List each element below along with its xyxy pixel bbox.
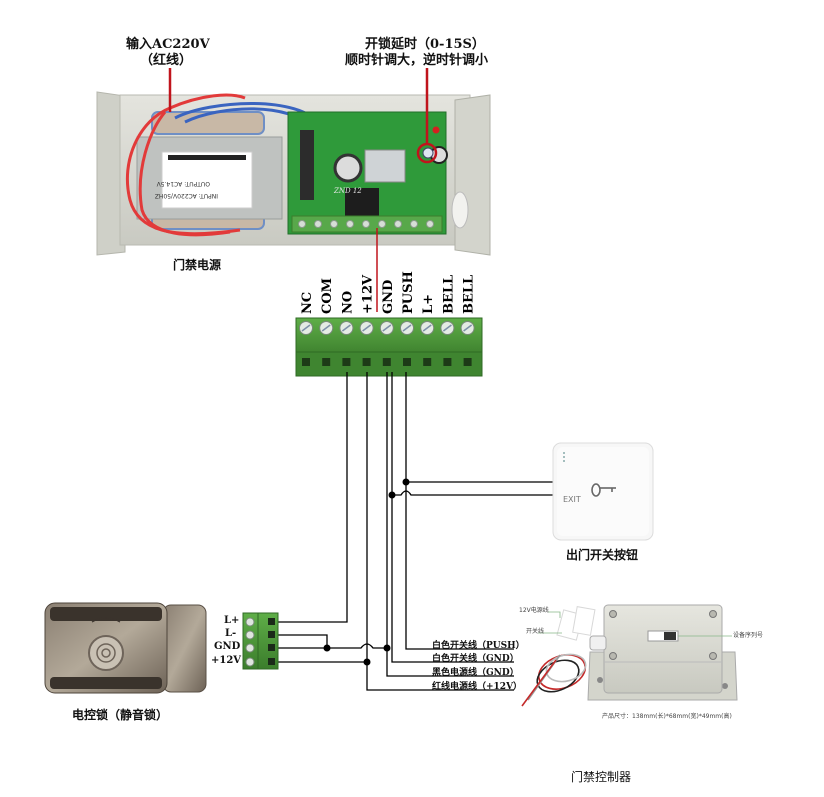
lock-caption: 电控锁（静音锁） [72, 708, 169, 722]
terminal-hole [322, 358, 331, 366]
main-terminal-block [295, 317, 483, 377]
pcb-board [287, 111, 448, 235]
delay-label: 开锁延时（0-15S） [365, 37, 485, 52]
terminal-hole [443, 358, 452, 366]
delay-potentiometer [422, 147, 434, 159]
controller-dimensions: 产品尺寸：138mm(长)*68mm(宽)*49mm(高) [602, 713, 732, 720]
terminal-pin-label: PUSH [401, 271, 416, 314]
ac-input-label: 输入AC220V [126, 37, 210, 52]
transformer-output-text: OUTPUT: AC14.5V [156, 180, 210, 187]
wire-12v-to-controller [366, 372, 514, 691]
transformer [136, 111, 283, 230]
barcode [168, 155, 246, 160]
delay-hint-label: 顺时针调大，逆时针调小 [345, 53, 489, 68]
lock-terminal-label: GND [214, 641, 241, 652]
junction-dot [363, 658, 371, 666]
case-hole [451, 191, 469, 229]
junction-dot [323, 644, 331, 652]
exit-face-text: EXIT [563, 495, 581, 504]
controller-wire-coil [521, 653, 587, 707]
tag-switch-wire: 开关线 [526, 628, 545, 635]
junction-dot [383, 644, 391, 652]
wire-gnd-to-controller-black [386, 372, 514, 677]
junction-dot [402, 478, 410, 486]
case-right-flap [454, 94, 491, 256]
diode-bridge [300, 130, 314, 200]
terminal-hole [302, 358, 310, 366]
lock-knob [88, 635, 124, 671]
transformer-input-text: INPUT: AC220V/50HZ [155, 192, 218, 199]
terminal-pin-label: COM [320, 278, 335, 314]
terminal-hole [362, 358, 371, 366]
lock-terminal-label: +12V [211, 655, 242, 666]
wire-gnd-to-controller-switch [391, 372, 514, 663]
controller-wire-label: 白色开关线（GND） [432, 654, 519, 664]
electric-lock [44, 602, 207, 694]
controller-wire-label: 黑色电源线（GND） [432, 668, 519, 678]
terminal-pin-label: NC [300, 292, 315, 314]
wire-exit-gnd [392, 490, 556, 496]
terminal-hole [342, 358, 351, 366]
delay-indicator-circle [416, 142, 438, 164]
controller-caption: 门禁控制器 [571, 770, 632, 784]
lock-terminal-block [242, 612, 279, 670]
terminal-pin-labels: NC COM NO +12V GND PUSH L+ BELL BELL [300, 271, 477, 314]
transformer-label [161, 151, 253, 209]
ac-input-wire-color-label: （红线） [140, 53, 193, 68]
terminal-pin-label: +12V [361, 274, 376, 314]
lock-bolt-housing [162, 604, 207, 693]
capacitor [333, 153, 363, 183]
wire-lock-lminus [278, 634, 328, 648]
heatsink [364, 149, 406, 183]
power-supply-caption: 门禁电源 [173, 258, 222, 272]
terminal-pin-label: GND [381, 280, 396, 314]
relay [345, 188, 379, 216]
junction-dots [323, 478, 410, 666]
exit-button-caption: 出门开关按钮 [566, 548, 639, 562]
exit-button-device [552, 442, 654, 541]
terminal-pin-label: NO [340, 291, 355, 314]
terminal-pin-label: L+ [421, 294, 436, 314]
lock-terminal-label: L+ [224, 615, 240, 626]
wiring [278, 372, 556, 691]
junction-dot [388, 491, 396, 499]
terminal-hole [403, 358, 411, 366]
red-wire [138, 111, 231, 237]
terminal-hole [423, 358, 432, 366]
cable-gland [589, 635, 607, 651]
lock-terminal-label: L- [225, 628, 237, 639]
terminal-pin-label: BELL [441, 275, 456, 314]
access-controller-device [521, 604, 738, 707]
case-left-flap [96, 91, 126, 256]
serial-number-label: 设备序列号 [733, 632, 764, 639]
relay-mark: ZND 12 [333, 187, 362, 195]
terminal-hole [463, 358, 472, 366]
tag-12v-power-wire: 12V电源线 [519, 607, 549, 614]
wire-push-to-controller [405, 372, 514, 650]
terminal-pin-label: BELL [462, 275, 477, 314]
controller-wire-label: 红线电源线（+12V） [432, 682, 523, 692]
power-supply-unit [96, 68, 491, 312]
controller-wire-label: 白色开关线（PUSH） [432, 641, 525, 651]
terminal-hole [382, 358, 391, 366]
controller-box [603, 604, 723, 694]
wire-no-to-lock-lplus [278, 372, 348, 623]
key-icon [591, 483, 616, 497]
wire-lock-gnd [278, 643, 387, 649]
